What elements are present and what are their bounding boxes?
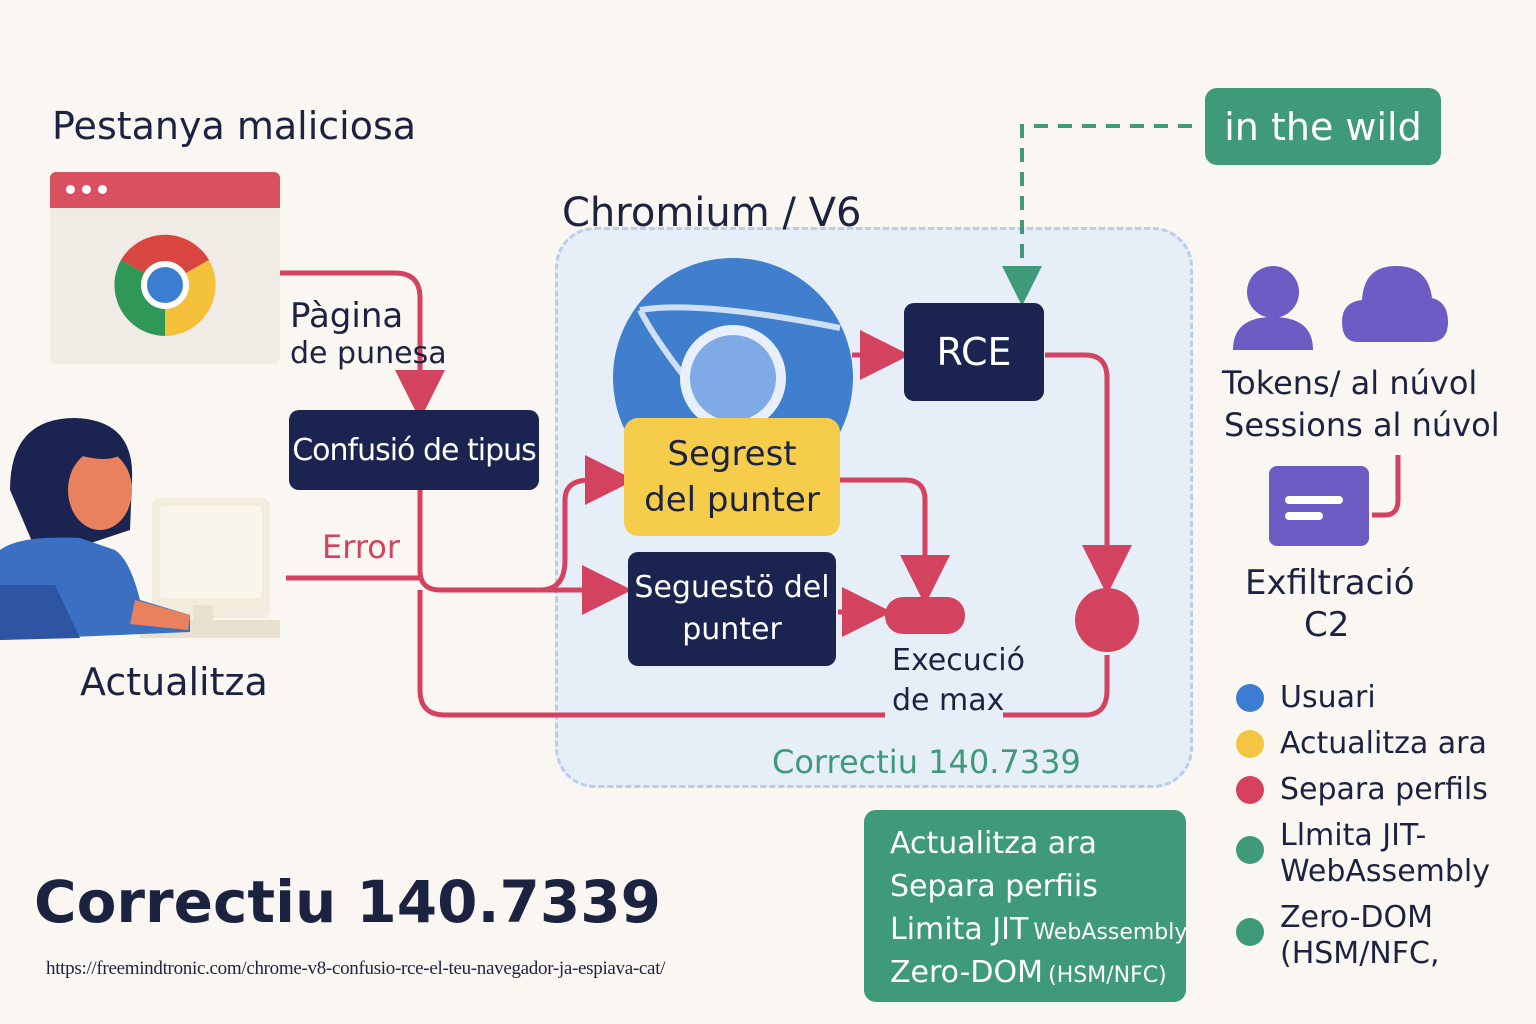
user-icon: [1233, 266, 1313, 350]
chromium-title: Chromium / V6: [562, 190, 862, 236]
arrow-confusion-to-followup: [417, 490, 632, 615]
action-limit-jit: Limita JIT WebAssembly: [890, 912, 1187, 947]
page-label-line1: Pàgina: [290, 296, 404, 336]
rce-box: RCE: [904, 303, 1044, 401]
legend-dot: [1236, 836, 1264, 864]
in-the-wild-badge: in the wild: [1205, 88, 1441, 165]
cloud-icon: [1342, 266, 1448, 342]
actions-box: Actualitza ara Separa perfiis Limita JIT…: [864, 810, 1187, 1002]
arrow-hijack-to-exec: [840, 477, 950, 605]
pointer-hijack-line1: Segrest: [667, 434, 797, 474]
arrow-loop-to-dot: [1003, 655, 1110, 718]
pointer-followup-line1: Seguestö del: [634, 570, 830, 605]
arrow-tokens-to-exfil: [1372, 455, 1401, 518]
legend-dot: [1236, 918, 1264, 946]
legend-label: Llmita JIT- WebAssembly: [1280, 818, 1490, 889]
legend-item: Separa perfils: [1236, 772, 1488, 808]
arrow-to-hijack: [539, 455, 635, 593]
legend-item: Actualitza ara: [1236, 726, 1487, 762]
execution-label-line1: Execució: [892, 643, 1025, 678]
legend-item: Zero-DOM (HSM/NFC,: [1236, 900, 1439, 972]
browser-window-icon: [50, 172, 280, 364]
legend-label: Actualitza ara: [1280, 726, 1487, 761]
error-label: Error: [322, 528, 400, 566]
action-separate: Separa perfiis: [890, 869, 1098, 904]
execution-label-line2: de max: [892, 683, 1005, 718]
source-url[interactable]: https://freemindtronic.com/chrome-v8-con…: [46, 958, 666, 979]
exfil-label-line2: C2: [1304, 605, 1350, 645]
action-limit-jit-small: WebAssembly: [1033, 920, 1188, 945]
legend-label: Usuari: [1280, 680, 1376, 715]
patch-label: Correctiu 140.7339: [772, 743, 1081, 781]
pointer-hijack-box: Segrest del punter: [624, 418, 840, 536]
message-icon: [1269, 466, 1369, 546]
in-the-wild-label: in the wild: [1224, 104, 1422, 149]
user-label: Actualitza: [80, 660, 268, 704]
arrow-bottom-loop: [417, 590, 885, 718]
legend-item: Llmita JIT- WebAssembly: [1236, 818, 1490, 890]
legend-item: Usuari: [1236, 680, 1376, 716]
page-label-line2: de punesa: [290, 336, 447, 371]
malicious-tab-heading: Pestanya maliciosa: [52, 104, 417, 148]
arrow-rce-to-dot: [1045, 352, 1132, 595]
legend-label: Separa perfils: [1280, 772, 1488, 807]
legend-dot: [1236, 730, 1264, 758]
action-zero-dom: Zero-DOM (HSM/NFC): [890, 955, 1167, 990]
tokens-label-line2: Sessions al núvol: [1224, 406, 1500, 444]
chrome-logo-icon: [114, 234, 216, 336]
legend-dot: [1236, 684, 1264, 712]
rce-label: RCE: [936, 330, 1012, 374]
tokens-label-line1: Tokens/ al núvol: [1222, 364, 1478, 402]
action-zero-dom-main: Zero-DOM: [890, 955, 1044, 990]
arrow-page-to-confusion: [243, 270, 445, 420]
action-zero-dom-small: (HSM/NFC): [1048, 963, 1167, 988]
action-update: Actualitza ara: [890, 826, 1097, 861]
browser-titlebar: [50, 172, 280, 208]
impact-dot: [1075, 588, 1139, 652]
page-title: Correctiu 140.7339: [34, 868, 661, 936]
pointer-followup-line2: punter: [682, 612, 782, 647]
arrow-wild-to-rce: [1002, 124, 1192, 306]
legend-dot: [1236, 776, 1264, 804]
pointer-followup-box: Seguestö del punter: [628, 552, 836, 666]
action-limit-jit-main: Limita JIT: [890, 912, 1029, 947]
user-at-computer-icon: [0, 418, 280, 640]
exfil-label-line1: Exfiltració: [1245, 563, 1415, 603]
pointer-hijack-line2: del punter: [644, 480, 820, 520]
type-confusion-box: Confusió de tipus: [289, 410, 539, 490]
execution-pill: [885, 597, 965, 634]
type-confusion-label: Confusió de tipus: [292, 432, 537, 468]
legend-label: Zero-DOM (HSM/NFC,: [1280, 900, 1440, 971]
